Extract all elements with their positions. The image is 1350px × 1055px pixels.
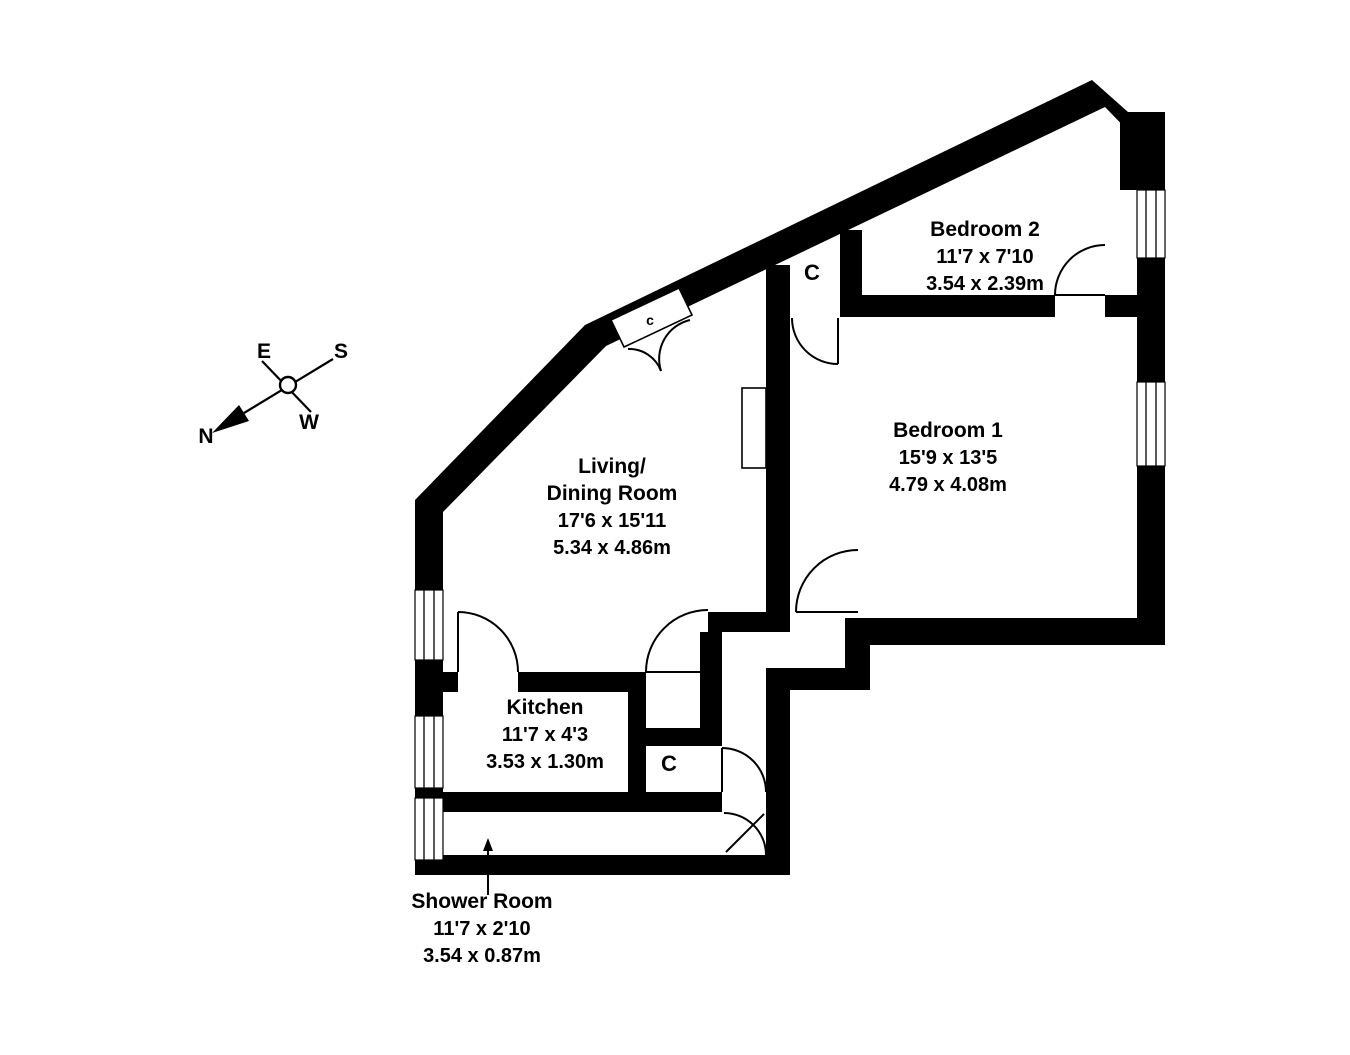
compass-label-e: E [257, 340, 271, 363]
small-closet-label: c [646, 312, 654, 328]
window-living [414, 589, 444, 661]
bedroom1-door-arc [795, 549, 859, 613]
interior-walls [443, 112, 1165, 812]
shower-imperial: 11'7 x 2'10 [433, 918, 530, 940]
shower-pointer-arrowhead [483, 838, 493, 851]
bedroom1-metric: 4.79 x 4.08m [889, 474, 1007, 496]
window-shower [414, 797, 444, 861]
details [609, 286, 767, 469]
living-metric: 5.34 x 4.86m [553, 537, 671, 559]
kitchen-label: Kitchen 11'7 x 4'3 3.53 x 1.30m [486, 696, 604, 773]
kitchen-imperial: 11'7 x 4'3 [502, 724, 588, 746]
compass-label-s: S [334, 340, 348, 363]
living-label: Living/ Dining Room 17'6 x 15'11 5.34 x … [547, 455, 678, 559]
bedroom1-imperial: 15'9 x 13'5 [899, 447, 998, 469]
kitchen-door-arc [457, 611, 519, 673]
wall-kitchen-top-a [443, 672, 458, 692]
recess-box [741, 387, 767, 469]
small-closet-notch [609, 286, 694, 349]
wall-hall-kitchen [700, 632, 722, 746]
room-labels: Bedroom 2 11'7 x 7'10 3.54 x 2.39m Bedro… [411, 218, 1044, 967]
window-bedroom2 [1136, 189, 1166, 259]
bedroom1-label: Bedroom 1 15'9 x 13'5 4.79 x 4.08m [889, 419, 1007, 496]
shower-metric: 3.54 x 0.87m [423, 945, 541, 967]
wall-kitchen-shower [443, 792, 722, 812]
wall-living-bedroom1 [766, 265, 790, 614]
shower-name: Shower Room [411, 890, 552, 913]
hall-closet-label: C [804, 260, 820, 285]
bedroom2-name: Bedroom 2 [930, 218, 1040, 241]
doors [457, 244, 1106, 856]
bedroom2-metric: 3.54 x 2.39m [926, 273, 1044, 295]
living-imperial: 17'6 x 15'11 [558, 510, 667, 532]
wall-corner-block [1120, 112, 1165, 190]
kitchen-name: Kitchen [506, 696, 583, 719]
bedroom2-imperial: 11'7 x 7'10 [936, 246, 1033, 268]
living-name-1: Living/ [578, 455, 646, 478]
shower-label: Shower Room 11'7 x 2'10 3.54 x 0.87m [411, 838, 553, 967]
wall-living-bottom [708, 612, 790, 632]
compass-label-n: N [198, 425, 213, 448]
hall-closet-door-arc [791, 317, 839, 365]
wall-bedroom-divider-right [1105, 295, 1137, 317]
compass-label-w: W [299, 411, 319, 434]
wall-bedroom2-left [840, 230, 862, 317]
bedroom2-label: Bedroom 2 11'7 x 7'10 3.54 x 2.39m [926, 218, 1044, 295]
living-door-arc [645, 609, 709, 673]
window-kitchen [414, 715, 444, 789]
wall-kitchen-closet-top [628, 728, 700, 746]
kitchen-closet-label: C [661, 751, 677, 776]
living-name-2: Dining Room [547, 482, 678, 505]
bedroom2-door-arc [1054, 244, 1106, 296]
kitchen-metric: 3.53 x 1.30m [486, 751, 604, 773]
entrance-door-leaf [725, 813, 765, 853]
compass: E S W N [198, 340, 348, 448]
window-bedroom1 [1136, 381, 1166, 467]
compass-north-arrow [212, 405, 249, 433]
small-closet-arc-right [658, 319, 691, 372]
windows [414, 189, 1166, 861]
compass-hub [278, 375, 298, 395]
wall-bedroom-divider-left [862, 295, 1055, 317]
bedroom1-name: Bedroom 1 [893, 419, 1003, 442]
kitchen-closet-door-arc [721, 747, 767, 793]
wall-kitchen-top-b [518, 672, 628, 692]
